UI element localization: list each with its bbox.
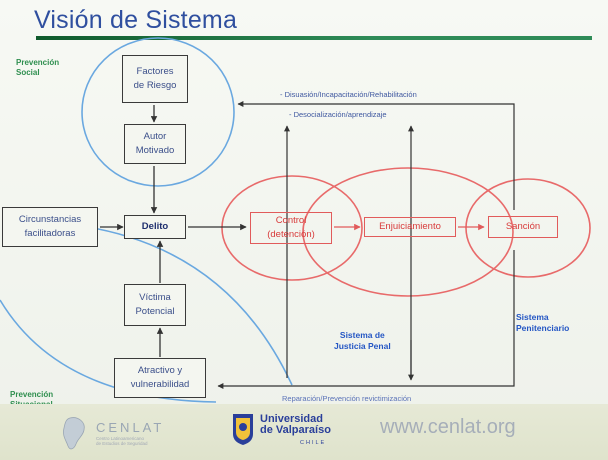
title-underline xyxy=(36,36,592,40)
factores-riesgo-box: Factores de Riesgo xyxy=(122,55,188,103)
prevention-situational-arc-2 xyxy=(0,299,217,403)
feedback-disuasion xyxy=(237,101,515,210)
universidad-name: Universidad de Valparaíso xyxy=(260,414,331,436)
enjuiciamiento-box: Enjuiciamiento xyxy=(364,217,456,237)
sancion-ellipse xyxy=(465,178,591,278)
cenlat-subtitle: Centro Latinoamericano de Estudios de Se… xyxy=(96,436,148,446)
footer-band xyxy=(0,404,608,460)
justice-ellipse xyxy=(302,167,514,297)
justicia-penal-label: Sistema de Justicia Penal xyxy=(334,330,391,351)
circunstancias-box: Circunstancias facilitadoras xyxy=(2,207,98,247)
cenlat-map-icon xyxy=(63,417,85,450)
prevencion-social-label: Prevención Social xyxy=(16,58,60,77)
victima-potencial-box: Víctima Potencial xyxy=(124,284,186,326)
universidad-line2: de Valparaíso xyxy=(260,424,331,436)
reparacion-label: Reparación/Prevención revictimización xyxy=(282,394,412,403)
universidad-line1: Universidad xyxy=(260,413,323,425)
atractivo-vulnerabilidad-box: Atractivo y vulnerabilidad xyxy=(114,358,206,398)
prevention-social-ellipse xyxy=(81,37,235,187)
cenlat-logo-text: CENLAT xyxy=(96,420,165,435)
universidad-shield-icon xyxy=(233,414,253,445)
page-title: Visión de Sistema xyxy=(34,6,238,34)
desocializacion-label: - Desocialización/aprendizaje xyxy=(289,110,387,119)
website-url[interactable]: www.cenlat.org xyxy=(380,416,516,438)
penitenciario-label: Sistema Penitenciario xyxy=(516,312,570,333)
delito-box: Delito xyxy=(124,215,186,239)
autor-motivado-box: Autor Motivado xyxy=(124,124,186,164)
sancion-box: Sanción xyxy=(488,216,558,238)
disuasion-label: - Disuasión/Incapacitación/Rehabilitació… xyxy=(280,90,417,99)
control-ellipse xyxy=(221,175,363,281)
control-box: Control (detención) xyxy=(250,212,332,244)
feedback-reparacion xyxy=(217,250,515,389)
universidad-chile: CHILE xyxy=(300,440,327,446)
